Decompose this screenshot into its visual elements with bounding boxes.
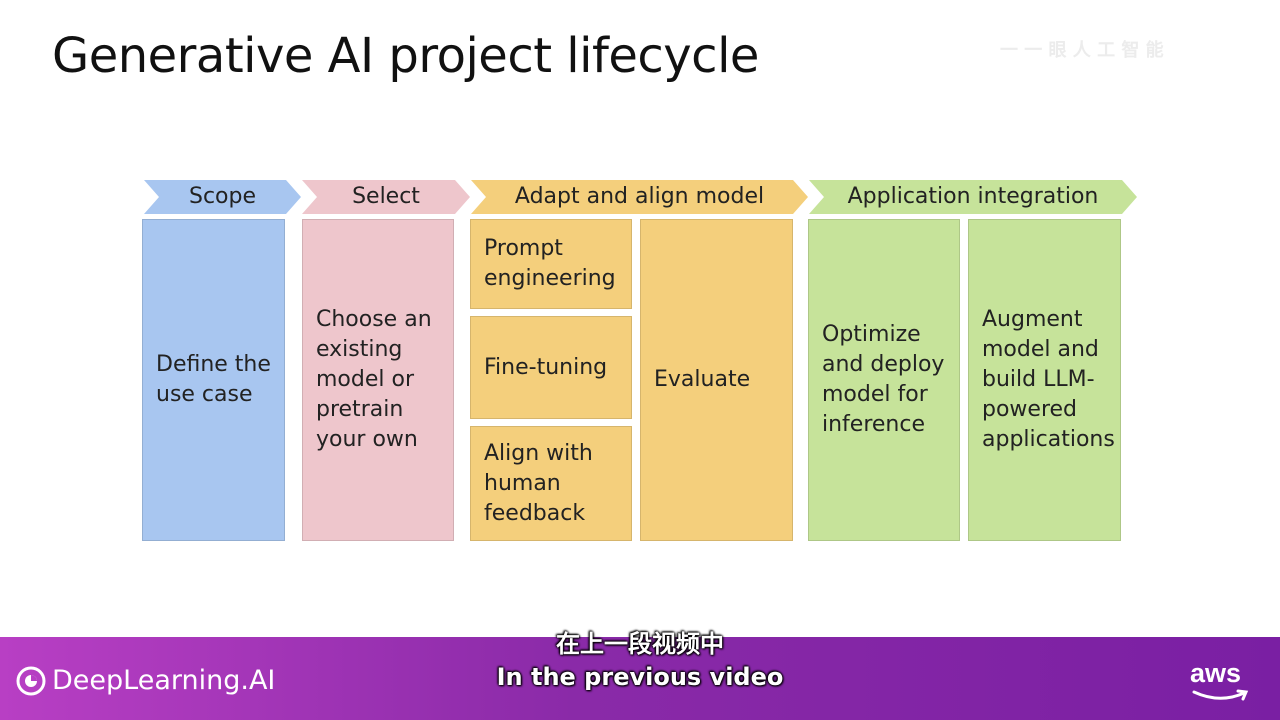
subtitle-chinese: 在上一段视频中: [556, 630, 724, 658]
box-line: existing: [316, 337, 403, 362]
deeplearning-ai-logo: DeepLearning.AI: [16, 665, 275, 696]
box-line: model and: [982, 337, 1099, 362]
box-evaluate: Evaluate: [640, 219, 793, 541]
slide-title: Generative AI project lifecycle: [52, 28, 759, 84]
box-line: Augment: [982, 307, 1083, 332]
chevron-adapt: [471, 180, 808, 214]
footer-banner: [0, 637, 1280, 720]
box-line: Define the: [156, 352, 271, 377]
chevron-select: [302, 180, 470, 214]
box-line: feedback: [484, 501, 586, 526]
chevron-scope: [144, 180, 301, 214]
stage-label-scope: Scope: [188, 184, 257, 209]
box-line: your own: [316, 427, 418, 452]
box-line: Optimize: [822, 322, 921, 347]
deeplearning-logo-icon: [16, 666, 46, 695]
stage-label-application: Application integration: [847, 184, 1099, 209]
box-line: Fine-tuning: [484, 354, 608, 380]
stage-label-adapt: Adapt and align model: [514, 184, 765, 209]
chevron-application: [809, 180, 1137, 214]
box-line: Prompt: [484, 236, 563, 261]
box-line: model or: [316, 367, 415, 392]
box-line: model for: [822, 382, 928, 407]
box-line: build LLM-: [982, 367, 1095, 392]
box-line: Align with: [484, 441, 593, 466]
box-line: inference: [822, 412, 926, 437]
box-optimize-deploy: Optimize and deploy model for inference: [808, 219, 960, 541]
brand-name: DeepLearning.AI: [52, 665, 276, 696]
box-define-use-case: Define the use case: [142, 219, 285, 541]
aws-smile-icon: [1192, 689, 1249, 701]
stage-label-select: Select: [352, 184, 420, 209]
box-line: powered: [982, 397, 1078, 422]
box-line: Choose an: [316, 307, 432, 332]
box-choose-model: Choose an existing model or pretrain you…: [302, 219, 454, 541]
box-line: engineering: [484, 266, 616, 291]
box-line: Evaluate: [654, 367, 751, 392]
box-fine-tuning: Fine-tuning: [470, 316, 632, 419]
box-prompt-engineering: Prompt engineering: [470, 219, 632, 309]
subtitle-english: In the previous video: [496, 663, 784, 691]
box-line: use case: [156, 382, 253, 407]
box-line: human: [484, 471, 561, 496]
box-augment-model: Augment model and build LLM- powered app…: [968, 219, 1121, 541]
box-line: pretrain: [316, 397, 404, 422]
box-line: applications: [982, 427, 1115, 452]
watermark: 一 一 眼 人 工 智 能: [1000, 40, 1164, 61]
box-align-human-feedback: Align with human feedback: [470, 426, 632, 541]
aws-logo: aws: [1190, 658, 1242, 688]
box-line: and deploy: [822, 352, 945, 377]
